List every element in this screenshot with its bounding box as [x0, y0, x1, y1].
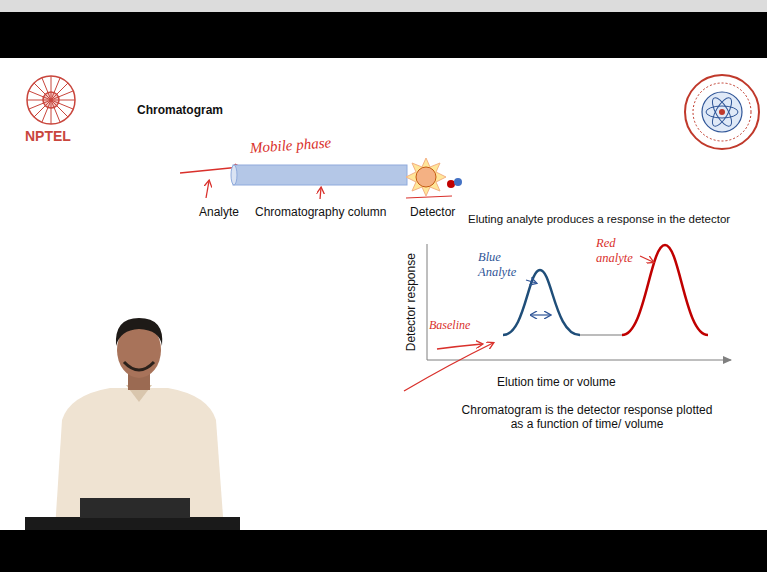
blue-analyte-dot — [454, 178, 462, 186]
underline-stroke — [406, 196, 452, 198]
logo-orbit — [709, 95, 735, 129]
handwritten-note: Blue Analyte — [478, 250, 524, 280]
handwritten-note: Mobile phase — [249, 133, 331, 157]
baseline-segment — [580, 334, 622, 336]
chromatography-column — [233, 165, 407, 185]
laptop — [25, 517, 240, 530]
presenter-beard — [124, 362, 154, 370]
detector-symbol — [406, 158, 462, 196]
part-label: Detector — [410, 205, 455, 219]
logo-spokes — [27, 76, 75, 124]
institute-logo — [685, 75, 759, 149]
logo-nucleus — [719, 109, 725, 115]
baseline-arrow — [437, 344, 482, 349]
logo-text-ring — [693, 83, 751, 141]
logo-text: NPTEL — [25, 128, 71, 145]
nptel-logo — [27, 76, 75, 124]
bottom-band — [0, 530, 767, 572]
laptop-back — [80, 498, 190, 518]
slide-title: Chromatogram — [137, 103, 223, 117]
axis-label: Elution time or volume — [497, 375, 616, 389]
top-band — [0, 12, 767, 58]
red-peak — [622, 245, 708, 335]
blue-peak — [503, 270, 580, 335]
top-strip — [0, 0, 767, 12]
pointer-arrow — [640, 256, 653, 262]
y-axis — [427, 244, 428, 360]
presenter-figure — [25, 318, 240, 530]
part-label: Chromatography column — [255, 205, 386, 219]
pointer-arrow — [526, 280, 536, 283]
pointer-arrow — [320, 188, 321, 199]
logo-orbit — [706, 106, 738, 118]
logo-inner — [702, 92, 742, 132]
logo-orbit — [709, 95, 735, 129]
detector-core — [416, 167, 436, 187]
caption-note: Chromatogram is the detector response pl… — [458, 403, 716, 432]
column-inlet — [231, 165, 237, 185]
pointer-arrow — [206, 181, 209, 198]
x-axis — [427, 360, 731, 361]
red-analyte-dot — [447, 180, 455, 188]
handwritten-note: Red analyte — [596, 236, 642, 266]
presenter-hair — [116, 318, 162, 346]
width-arrow — [531, 314, 550, 315]
handwritten-note: Baseline — [429, 318, 470, 332]
detector-rays — [406, 158, 446, 196]
logo-outer-ring — [685, 75, 759, 149]
part-label: Analyte — [199, 205, 239, 219]
presenter-shirt — [55, 388, 224, 530]
axis-label: Detector response — [404, 253, 418, 351]
note-text: Eluting analyte produces a response in t… — [468, 213, 730, 227]
logo-ring — [27, 76, 75, 124]
